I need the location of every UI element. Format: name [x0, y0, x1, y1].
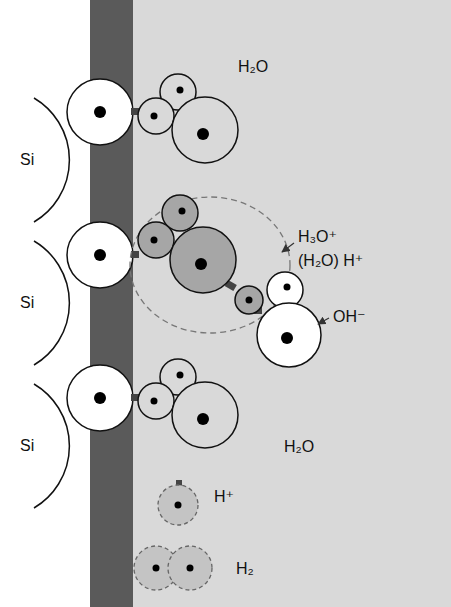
ion-label: H⁺: [214, 488, 234, 506]
ion-label: (H₂O) H⁺: [298, 252, 363, 270]
molecule-label: H₂O: [284, 438, 314, 456]
leader-arrow: [282, 243, 294, 252]
ion-label: OH⁻: [333, 308, 365, 326]
ion-label: H₃O⁺: [298, 228, 337, 246]
nucleus-dot: [94, 106, 106, 404]
atom-label: Si: [20, 437, 34, 455]
hydronium-ion: [138, 195, 263, 314]
water-molecule: [138, 74, 238, 163]
atom-label: Si: [20, 294, 34, 312]
hydrogen-molecule: [134, 546, 212, 590]
hydroxide-ion: [257, 272, 321, 367]
bond: [131, 108, 262, 486]
water-region: [133, 0, 451, 607]
atom-label: Si: [20, 151, 34, 169]
proton: [158, 485, 198, 525]
surface-atom: [67, 79, 133, 431]
molecule-label: H₂: [236, 560, 254, 578]
si-atom: [34, 98, 69, 508]
water-molecule: [138, 359, 238, 448]
molecule-label: H₂O: [238, 58, 268, 76]
leader-arrow: [318, 318, 329, 324]
